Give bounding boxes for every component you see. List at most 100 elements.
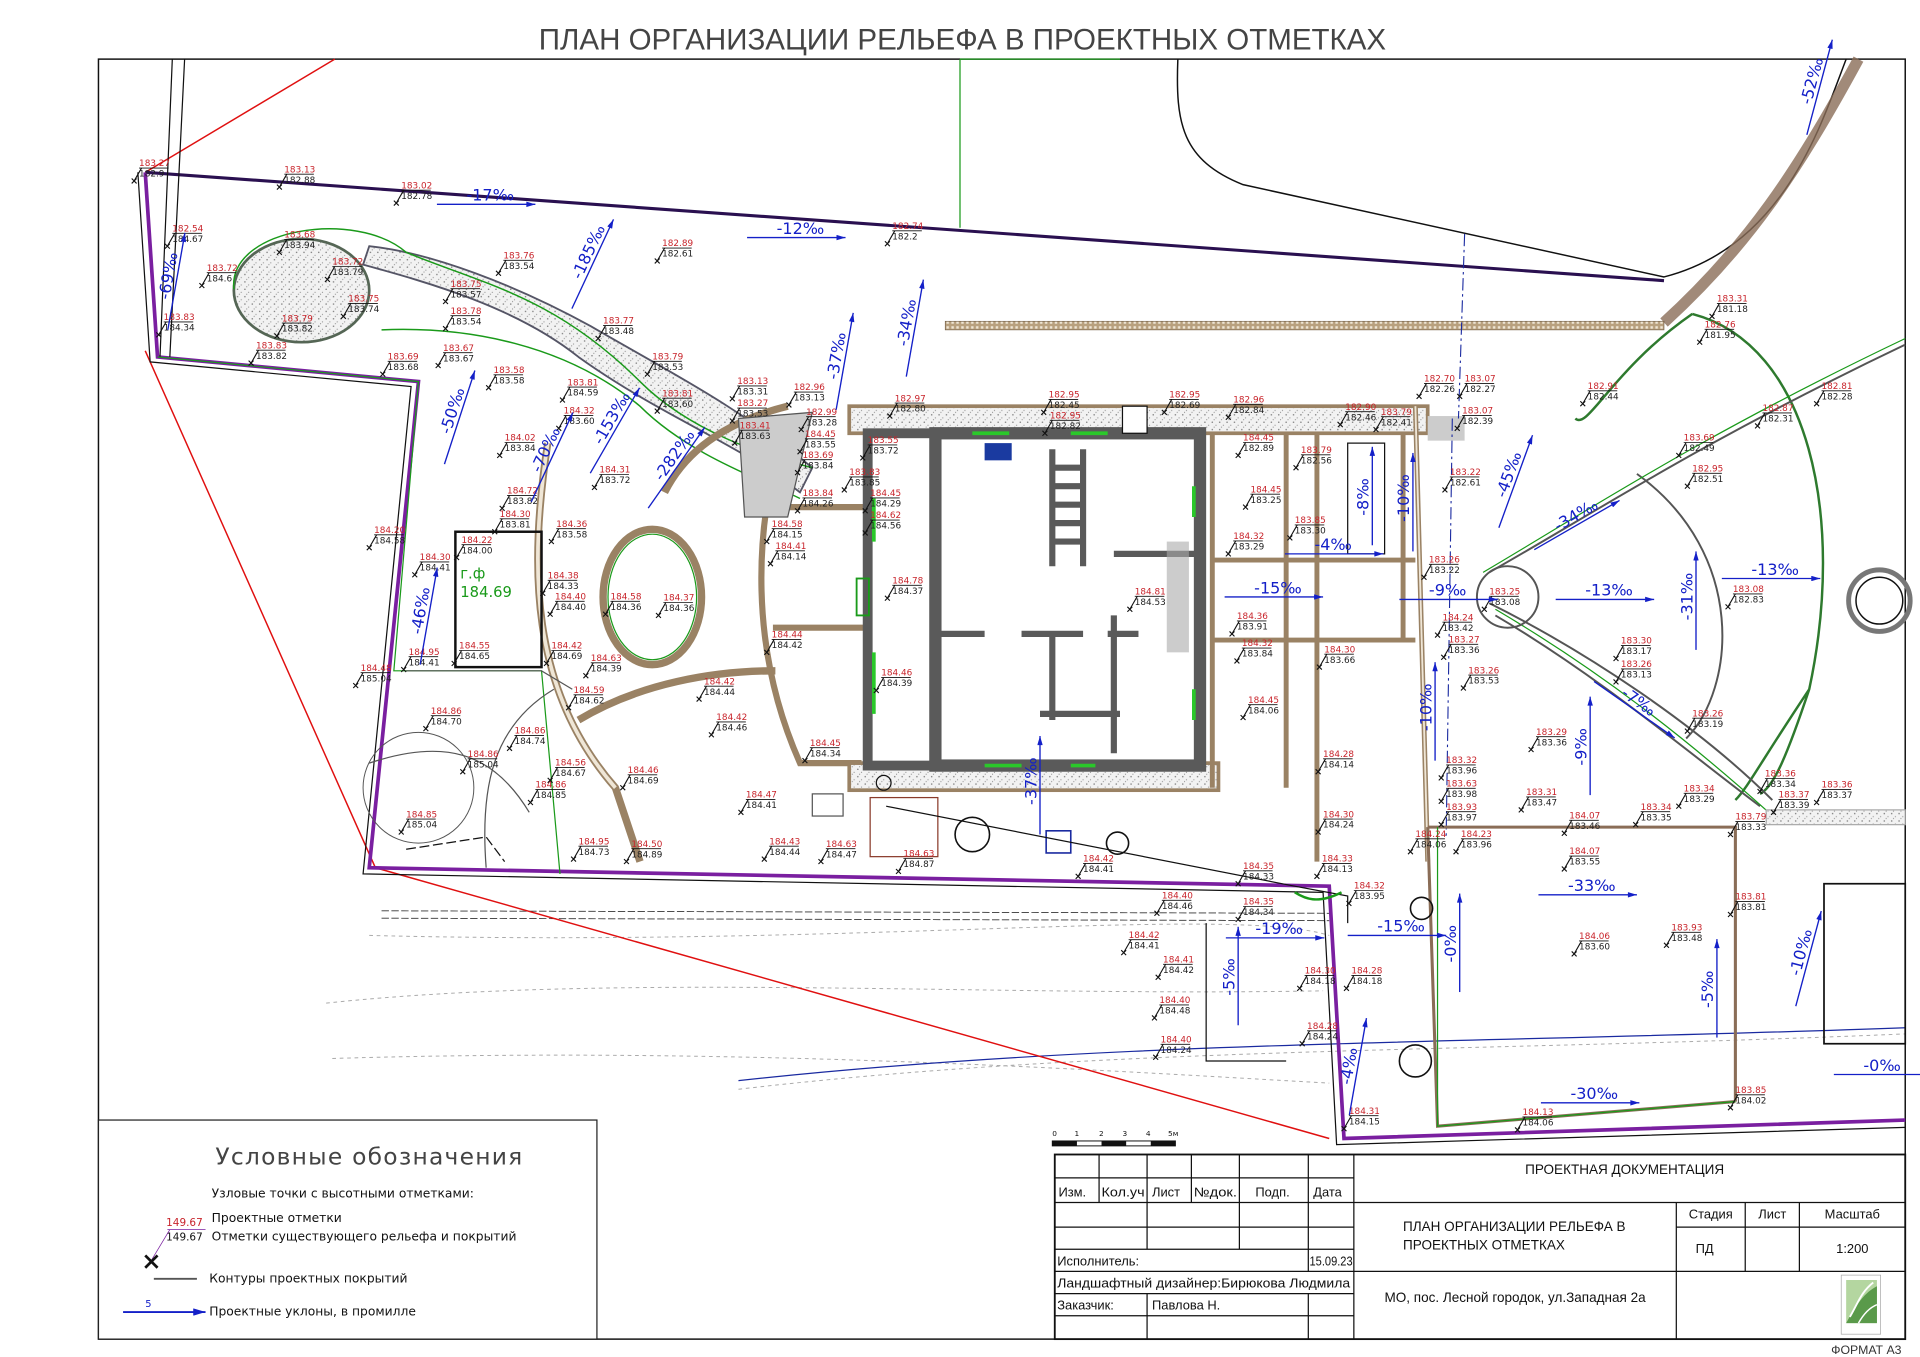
slope-arrow: -10‰	[1394, 452, 1416, 552]
design-elevation: 184.58	[610, 592, 641, 602]
slope-label: -0‰	[1863, 1056, 1900, 1075]
existing-elevation: 184.36	[610, 603, 641, 613]
cross-mark-icon	[1075, 873, 1082, 880]
cross-mark-icon	[1314, 873, 1320, 880]
executor-label: Исполнитель:	[1057, 1253, 1139, 1268]
cross-mark-icon	[655, 612, 662, 619]
slope-label: -17‰	[466, 186, 514, 205]
design-elevation: 183.79	[1301, 446, 1332, 456]
design-elevation: 182.99	[806, 408, 837, 418]
stage-label: Стадия	[1689, 1206, 1733, 1221]
existing-elevation: 184.34	[810, 749, 841, 759]
design-elevation: 184.63	[826, 840, 857, 850]
existing-elevation: 184.39	[591, 664, 622, 674]
cross-mark-icon	[276, 249, 283, 256]
design-elevation: 184.30	[1305, 967, 1336, 977]
design-elevation: 184.35	[1243, 862, 1274, 872]
existing-elevation: 183.67	[443, 354, 474, 364]
existing-elevation: 184.58	[374, 536, 405, 546]
cross-mark-icon	[644, 371, 651, 378]
existing-elevation: 184.53	[1135, 598, 1166, 608]
design-elevation: 184.63	[591, 654, 622, 664]
design-elevation: 183.26	[1692, 709, 1723, 719]
design-elevation: 182.95	[1169, 391, 1200, 401]
existing-elevation: 183.63	[740, 432, 771, 442]
existing-elevation: 183.33	[1735, 823, 1766, 833]
cross-mark-icon	[559, 397, 566, 403]
design-elevation: 183.81	[567, 378, 598, 388]
cross-mark-icon	[1343, 985, 1350, 992]
existing-elevation: 183.85	[849, 479, 880, 489]
cross-mark-icon	[1757, 788, 1763, 795]
design-elevation: 183.76	[503, 252, 534, 262]
design-elevation: 183.83	[256, 341, 287, 351]
design-elevation: 184.42	[716, 713, 747, 723]
design-elevation: 183.79	[282, 314, 313, 324]
cross-mark-icon	[1225, 551, 1232, 557]
design-elevation: 184.32	[1354, 882, 1385, 892]
design-elevation: 183.41	[740, 421, 771, 431]
cross-mark-icon	[527, 799, 534, 806]
cross-mark-icon	[1434, 632, 1441, 638]
design-elevation: 184.46	[628, 766, 659, 776]
slope-label: -12‰	[777, 219, 825, 238]
col-izm: Изм.	[1058, 1184, 1086, 1199]
cross-mark-icon	[495, 270, 502, 277]
cross-mark-icon	[1518, 807, 1525, 813]
cross-mark-icon	[1438, 821, 1445, 828]
existing-elevation: 183.53	[652, 363, 683, 373]
existing-elevation: 183.82	[507, 497, 538, 507]
existing-elevation: 183.58	[556, 530, 587, 540]
garden-circle	[1574, 312, 1825, 801]
cross-mark-icon	[1346, 900, 1352, 907]
existing-elevation: 184.41	[1083, 865, 1114, 875]
slope-label: -7‰	[1618, 683, 1660, 720]
customer-value: Павлова Н.	[1152, 1298, 1220, 1313]
existing-elevation: 184.06	[1248, 706, 1279, 716]
cross-mark-icon	[555, 425, 562, 432]
cross-mark-icon	[496, 452, 503, 459]
design-elevation: 184.41	[775, 542, 806, 552]
slope-arrow: -5‰	[1219, 926, 1241, 1026]
existing-elevation: 182.61	[1450, 479, 1481, 489]
scale-tick: 5м	[1168, 1129, 1178, 1138]
cross-mark-icon	[276, 184, 283, 190]
design-elevation: 183.29	[1536, 728, 1567, 738]
existing-elevation: 184.41	[420, 563, 451, 573]
existing-elevation: 184.24	[1323, 821, 1354, 831]
slope-arrow: -30‰	[1540, 1084, 1640, 1106]
existing-elevation: 182.49	[1684, 444, 1715, 454]
design-elevation: 184.86	[514, 727, 545, 737]
cross-mark-icon	[1373, 426, 1379, 433]
cross-mark-icon	[884, 595, 891, 602]
design-elevation: 184.78	[892, 576, 923, 586]
cross-mark-icon	[1042, 430, 1048, 437]
design-elevation: 184.37	[663, 594, 694, 604]
existing-elevation: 184.73	[578, 848, 609, 858]
cross-mark-icon	[1120, 949, 1127, 956]
ground-floor-box	[454, 530, 543, 669]
design-elevation: 184.07	[1569, 847, 1600, 857]
existing-elevation: 183.13	[1621, 671, 1652, 681]
existing-elevation: 184.26	[802, 499, 833, 509]
